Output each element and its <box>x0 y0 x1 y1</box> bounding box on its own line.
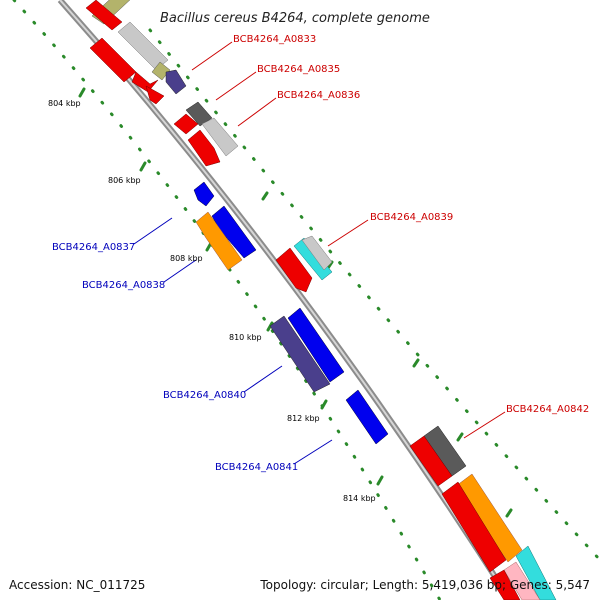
genome-summary-text: Topology: circular; Length: 5,419,036 bp… <box>260 578 590 592</box>
gene-label-a0839[interactable]: BCB4264_A0839 <box>370 212 453 223</box>
tick-marks <box>78 87 513 518</box>
gene-a0840-b[interactable] <box>287 307 345 383</box>
gene-red-1[interactable] <box>89 37 137 83</box>
gene-label-a0841[interactable]: BCB4264_A0841 <box>215 462 298 473</box>
gene-label-a0838[interactable]: BCB4264_A0838 <box>82 280 165 291</box>
gene-label-a0835[interactable]: BCB4264_A0835 <box>257 64 340 75</box>
gene-a0837[interactable] <box>193 181 215 207</box>
gene-red-5[interactable] <box>187 129 221 167</box>
gene-red-8[interactable] <box>441 481 507 573</box>
tick-label: 812 kbp <box>287 414 320 423</box>
gene-label-a0842[interactable]: BCB4264_A0842 <box>506 404 589 415</box>
map-title: Bacillus cereus B4264, complete genome <box>160 11 430 26</box>
tick-label: 814 kbp <box>343 494 376 503</box>
gene-a0836[interactable] <box>201 117 239 157</box>
tick-label: 810 kbp <box>229 333 262 342</box>
tick-label: 808 kbp <box>170 254 203 263</box>
gene-a0833-b[interactable] <box>85 0 123 31</box>
label-connectors <box>133 41 506 465</box>
gene-a0835[interactable] <box>185 101 213 127</box>
gene-olive-2[interactable] <box>151 61 171 81</box>
gene-a0838[interactable] <box>195 211 243 271</box>
gene-label-a0836[interactable]: BCB4264_A0836 <box>277 90 360 101</box>
gene-a0841[interactable] <box>345 389 389 445</box>
gene-red-3[interactable] <box>145 85 165 105</box>
tick-labels: 804 kbp 806 kbp 808 kbp 810 kbp 812 kbp … <box>48 99 376 503</box>
gene-pink-1[interactable] <box>503 561 541 600</box>
forward-genes <box>85 0 557 600</box>
tick-label: 806 kbp <box>108 176 141 185</box>
gene-red-4[interactable] <box>173 113 199 135</box>
gene-navy-1[interactable] <box>165 69 187 95</box>
gene-red-9[interactable] <box>489 569 521 600</box>
gene-labels: BCB4264_A0833 BCB4264_A0835 BCB4264_A083… <box>52 34 589 473</box>
gene-red-7[interactable] <box>409 435 453 487</box>
tick-label: 804 kbp <box>48 99 81 108</box>
gene-gray-2[interactable] <box>301 235 333 271</box>
gene-label-a0837[interactable]: BCB4264_A0837 <box>52 242 135 253</box>
reverse-genes <box>193 181 389 445</box>
gene-red-6[interactable] <box>275 247 313 293</box>
gene-a0840[interactable] <box>269 315 331 393</box>
gene-cyan-2[interactable] <box>515 545 557 600</box>
scale-dots <box>12 0 600 600</box>
gene-label-a0833[interactable]: BCB4264_A0833 <box>233 34 316 45</box>
gene-a0839[interactable] <box>293 237 333 281</box>
gene-red-2[interactable] <box>131 71 159 93</box>
accession-text: Accession: NC_011725 <box>9 578 146 592</box>
gene-label-a0840[interactable]: BCB4264_A0840 <box>163 390 246 401</box>
